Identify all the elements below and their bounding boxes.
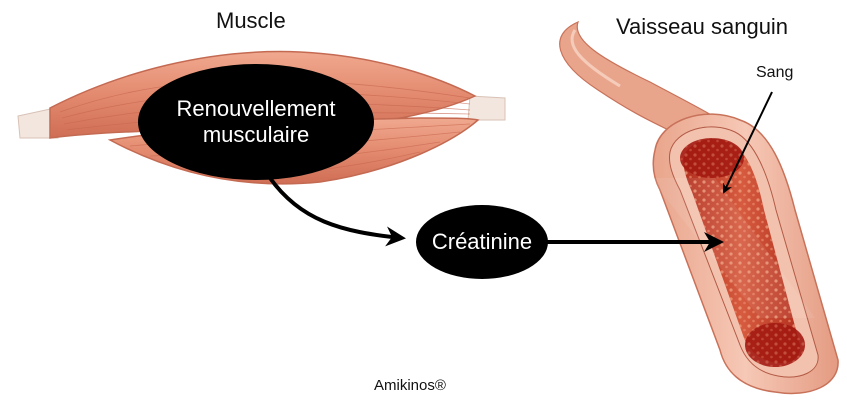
watermark: Amikinos® xyxy=(374,377,446,394)
turnover-line2: musculaire xyxy=(202,122,310,147)
arrow-turnover-to-creatinine xyxy=(268,176,406,247)
creatinine-bubble-shape xyxy=(416,205,548,279)
turnover-bubble: Renouvellement musculaire xyxy=(150,74,362,170)
creatinine-bubble: Créatinine xyxy=(420,222,544,262)
muscle-label: Muscle xyxy=(216,8,286,33)
blood-label: Sang xyxy=(756,64,794,81)
turnover-line1: Renouvellement xyxy=(176,96,336,122)
creatinine-text: Créatinine xyxy=(431,229,533,255)
blood-vessel-cross-section-icon xyxy=(559,20,839,395)
turnover-bubble-shape xyxy=(138,64,374,180)
vessel-label: Vaisseau sanguin xyxy=(616,14,789,39)
arrow-blood-label xyxy=(722,91,773,194)
